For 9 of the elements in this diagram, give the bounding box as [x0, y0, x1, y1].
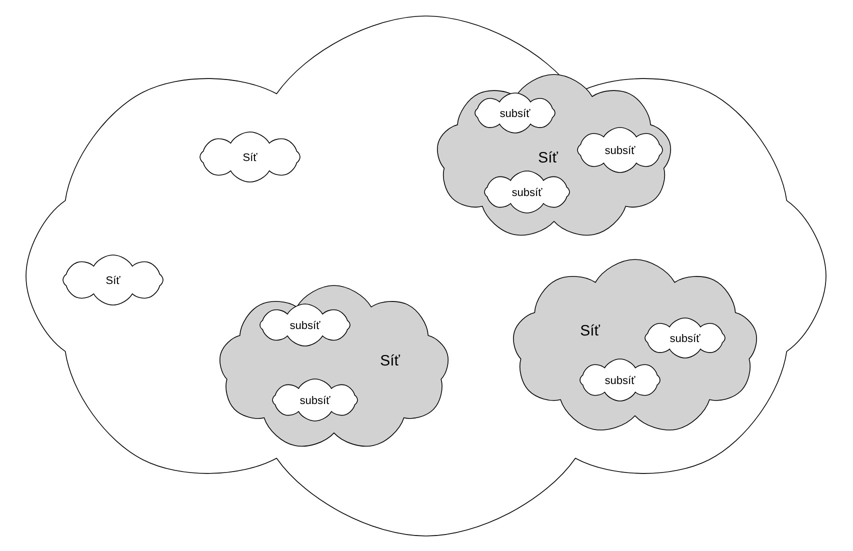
- network-cloud: subsíť: [577, 127, 663, 173]
- network-cloud: Síť: [62, 254, 164, 306]
- network-cloud: subsíť: [474, 92, 556, 134]
- network-cloud: subsíť: [272, 378, 358, 422]
- network-cloud: subsíť: [644, 318, 726, 358]
- network-cloud: subsíť: [484, 170, 570, 214]
- network-cloud: Síť: [200, 132, 300, 182]
- network-cloud: subsíť: [580, 358, 660, 402]
- network-cloud: subsíť: [260, 304, 350, 346]
